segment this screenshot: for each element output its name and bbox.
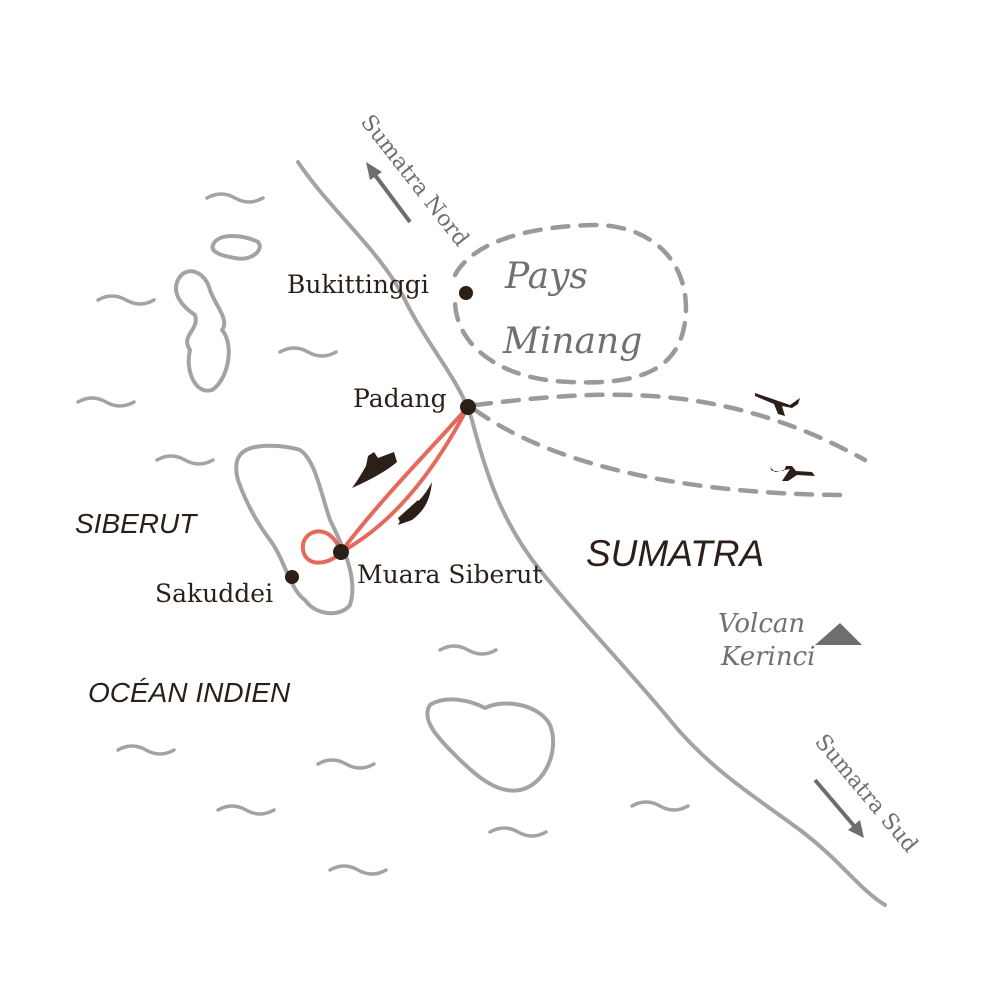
label-ocean: OCÉAN INDIEN — [88, 677, 291, 708]
label-padang: Padang — [353, 384, 447, 413]
city-dot-padang — [460, 399, 476, 415]
island-siberut — [234, 443, 355, 616]
wave — [155, 454, 215, 466]
label-kerinci: Kerinci — [720, 642, 815, 672]
island-elongated — [174, 269, 231, 393]
island-small — [210, 234, 262, 261]
label-minang: Minang — [502, 321, 642, 362]
city-dot-bukittinggi — [459, 286, 473, 300]
wave — [438, 644, 498, 656]
pays-minang-loop — [452, 222, 689, 385]
wave — [316, 758, 376, 770]
label-sumatra-nord: Sumatra Nord — [355, 110, 473, 251]
wave — [205, 192, 265, 204]
wave — [76, 396, 136, 408]
label-muara-siberut: Muara Siberut — [357, 560, 542, 589]
arrow-icon — [373, 173, 412, 224]
boat-icon — [398, 482, 432, 525]
label-volcan: Volcan — [718, 609, 805, 639]
city-dot-muara-siberut — [333, 544, 349, 560]
city-dot-sakuddei — [285, 570, 299, 584]
wave — [630, 800, 690, 812]
wave — [328, 864, 388, 876]
plane-icon — [755, 393, 800, 416]
label-bukittinggi: Bukittinggi — [287, 270, 429, 299]
sumatra-coastline — [296, 160, 887, 907]
island-south — [425, 697, 556, 793]
boat-icon — [352, 452, 397, 488]
arrow-icon — [813, 778, 857, 829]
flight-route-north — [472, 392, 868, 463]
label-siberut: SIBERUT — [75, 508, 198, 539]
wave — [116, 744, 176, 756]
label-sumatra: SUMATRA — [586, 533, 764, 574]
wave — [216, 804, 276, 816]
label-pays: Pays — [504, 256, 588, 297]
boat-route — [300, 405, 470, 565]
plane-icon — [770, 466, 815, 481]
wave — [488, 826, 548, 838]
wave — [278, 346, 338, 358]
waves — [76, 192, 690, 876]
volcano-icon — [815, 623, 862, 645]
label-sakuddei: Sakuddei — [155, 579, 273, 608]
wave — [96, 294, 156, 306]
flight-route-south — [472, 407, 853, 498]
